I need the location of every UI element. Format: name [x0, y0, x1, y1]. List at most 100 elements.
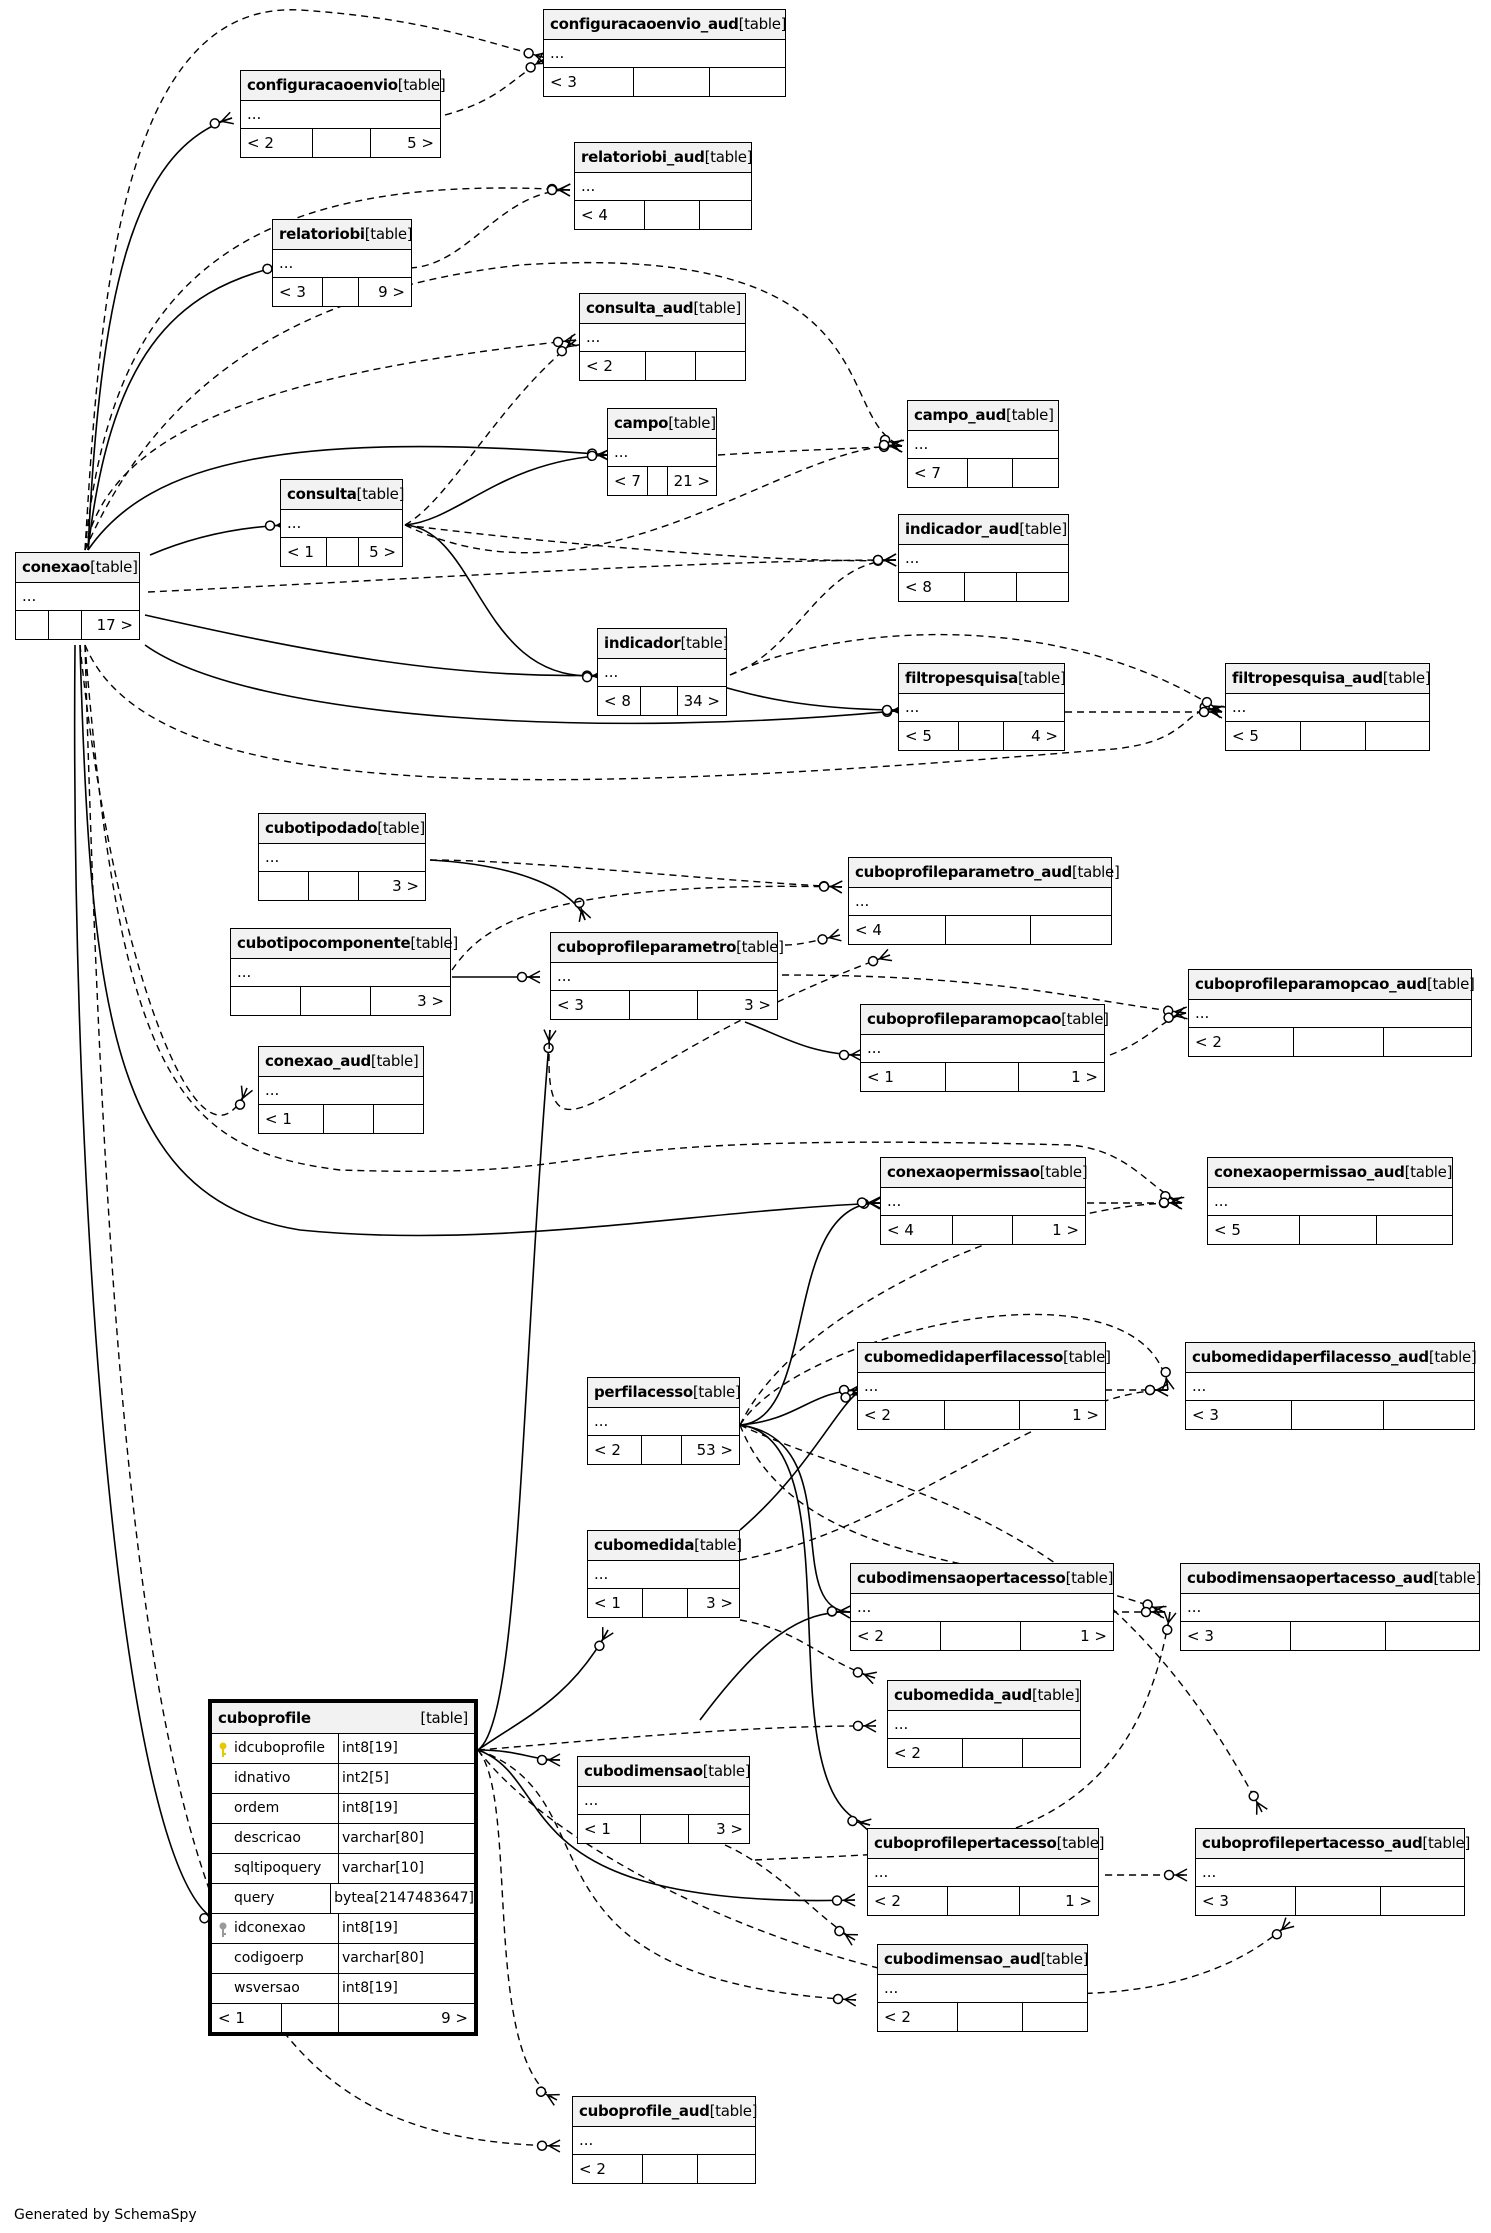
table-configuracaoenvio_aud[interactable]: configuracaoenvio_aud[table] ... < 3 [543, 9, 787, 97]
rows-count [953, 1216, 1013, 1244]
table-columns-placeholder: ... [259, 844, 425, 872]
table-cubotipocomponente[interactable]: cubotipocomponente[table] ... 3 > [230, 928, 458, 1016]
table-columns-placeholder: ... [899, 545, 1068, 573]
table-columns-placeholder: ... [598, 659, 726, 687]
table-columns-placeholder: ... [575, 173, 751, 201]
table-type: [table] [356, 485, 405, 503]
parents-count: < 2 [588, 1436, 642, 1464]
table-name: configuracaoenvio_aud [550, 15, 739, 33]
rows-count [648, 467, 668, 495]
column-row[interactable]: idcuboprofile int8[19] [212, 1734, 474, 1764]
parents-count: < 8 [899, 573, 965, 601]
table-cubomedida_aud[interactable]: cubomedida_aud[table] ... < 2 [887, 1680, 1081, 1768]
table-columns-placeholder: ... [16, 583, 139, 611]
parents-count: < 2 [241, 129, 313, 157]
table-name: cubodimensao_aud [884, 1950, 1041, 1968]
column-row[interactable]: descricao varchar[80] [212, 1824, 474, 1854]
table-type: [table] [397, 76, 446, 94]
table-filtropesquisa_aud[interactable]: filtropesquisa_aud[table] ... < 5 [1225, 663, 1431, 751]
parents-count: < 2 [851, 1622, 941, 1650]
table-cuboprofile_aud[interactable]: cuboprofile_aud[table] ... < 2 [572, 2096, 758, 2184]
column-row[interactable]: sqltipoquery varchar[10] [212, 1854, 474, 1884]
table-name: cubodimensaopertacesso_aud [1187, 1569, 1434, 1587]
table-conexao_aud[interactable]: conexao_aud[table] ... < 1 [258, 1046, 424, 1134]
table-cuboprofile[interactable]: cuboprofile[table] idcuboprofile int8[19… [208, 1699, 478, 2036]
children-count [700, 201, 751, 229]
table-name: cuboprofileparametro_aud [855, 863, 1072, 881]
table-type: [table] [1426, 975, 1475, 993]
table-consulta_aud[interactable]: consulta_aud[table] ... < 2 [579, 293, 746, 381]
rows-count [301, 987, 371, 1015]
rows-count [643, 1589, 688, 1617]
table-cubotipodado[interactable]: cubotipodado[table] ... 3 > [258, 813, 426, 901]
table-cubodimensao_aud[interactable]: cubodimensao_aud[table] ... < 2 [877, 1944, 1088, 2032]
table-columns-placeholder: ... [281, 510, 402, 538]
table-type: [table] [370, 1052, 419, 1070]
column-row[interactable]: wsversao int8[19] [212, 1974, 474, 2004]
table-type: [table] [1019, 520, 1067, 538]
table-campo_aud[interactable]: campo_aud[table] ... < 7 [907, 400, 1059, 488]
column-row[interactable]: query bytea[2147483647] [212, 1884, 474, 1914]
table-columns-placeholder: ... [1196, 1859, 1464, 1887]
table-columns-placeholder: ... [588, 1561, 739, 1589]
parents-count: < 4 [575, 201, 645, 229]
column-row[interactable]: codigoerp varchar[80] [212, 1944, 474, 1974]
parents-count: < 7 [608, 467, 648, 495]
table-cubodimensaopertacesso_aud[interactable]: cubodimensaopertacesso_aud[table] ... < … [1180, 1563, 1481, 1651]
table-relatoriobi_aud[interactable]: relatoriobi_aud[table] ... < 4 [574, 142, 752, 230]
table-columns-placeholder: ... [573, 2127, 755, 2155]
table-columns-placeholder: ... [849, 888, 1111, 916]
table-type: [table] [704, 148, 753, 166]
children-count: 34 > [683, 692, 720, 710]
table-columns-placeholder: ... [868, 1859, 1098, 1887]
column-row[interactable]: idconexao int8[19] [212, 1914, 474, 1944]
table-type: [table] [709, 2102, 758, 2120]
parents-count: < 3 [1181, 1622, 1291, 1650]
parents-count: < 4 [849, 916, 946, 944]
table-type: [table] [1039, 1163, 1088, 1181]
parents-count: < 1 [578, 1815, 641, 1843]
table-name: conexao [22, 558, 91, 576]
table-conexaopermissao_aud[interactable]: conexaopermissao_aud[table] ... < 5 [1207, 1157, 1453, 1245]
column-type: int8[19] [342, 1800, 398, 1816]
column-row[interactable]: ordem int8[19] [212, 1794, 474, 1824]
column-row[interactable]: idnativo int2[5] [212, 1764, 474, 1794]
table-name: conexaopermissao [887, 1163, 1040, 1181]
table-columns-placeholder: ... [1186, 1373, 1474, 1401]
table-name: cuboprofilepertacesso_aud [1202, 1834, 1423, 1852]
table-cuboprofilepertacesso_aud[interactable]: cuboprofilepertacesso_aud[table] ... < 3 [1195, 1828, 1470, 1916]
table-name: relatoriobi_aud [581, 148, 705, 166]
rows-count [323, 278, 359, 306]
table-type: [table] [738, 15, 787, 33]
table-type: [table] [1404, 1163, 1453, 1181]
table-cubomedidaperfilacesso_aud[interactable]: cubomedidaperfilacesso_aud[table] ... < … [1185, 1342, 1477, 1430]
table-type: [table] [1056, 1834, 1105, 1852]
table-indicador_aud[interactable]: indicador_aud[table] ... < 8 [898, 514, 1069, 602]
table-name: perfilacesso [594, 1383, 693, 1401]
parents-count: < 3 [544, 68, 634, 96]
rows-count [324, 1105, 374, 1133]
table-type: [table] [694, 1536, 742, 1554]
table-conexao[interactable]: conexao[table] ... 17 > [15, 552, 140, 640]
table-name: indicador [604, 634, 681, 652]
table-cuboprofileparametro_aud[interactable]: cuboprofileparametro_aud[table] ... < 4 [848, 857, 1120, 945]
column-type: int2[5] [342, 1770, 389, 1786]
table-name: relatoriobi [279, 225, 365, 243]
parents-count: < 3 [551, 991, 630, 1019]
table-cuboprofileparamopcao_aud[interactable]: cuboprofileparamopcao_aud[table] ... < 2 [1188, 969, 1475, 1057]
